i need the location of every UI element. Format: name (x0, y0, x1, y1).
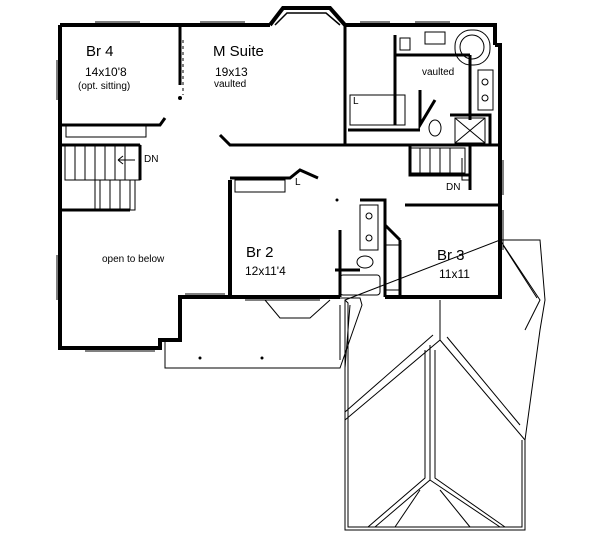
br4-size: 14x10'8 (85, 65, 127, 79)
stair-dn-left-label: DN (144, 154, 159, 165)
laundry-mark-1: L (353, 96, 359, 107)
markers (178, 96, 339, 360)
stair-left (64, 144, 141, 211)
porch-roof (164, 297, 363, 369)
bath-note: vaulted (422, 67, 455, 78)
msuite-name: M Suite (213, 43, 264, 60)
windows (56, 21, 504, 352)
br4-note: (opt. sitting) (78, 81, 131, 92)
bath-fixtures (339, 29, 494, 296)
br2-size: 12x11'4 (245, 264, 286, 278)
br2-name: Br 2 (246, 244, 274, 261)
br3-size: 11x11 (439, 267, 470, 281)
stair-right (409, 147, 470, 181)
msuite-note: vaulted (214, 79, 247, 90)
msuite-size: 19x13 (215, 65, 248, 79)
exterior-walls (58, 6, 502, 350)
br3-name: Br 3 (437, 247, 465, 264)
laundry-mark-2: L (295, 177, 301, 188)
br4-name: Br 4 (86, 43, 114, 60)
bay-window (274, 12, 341, 26)
roof-outline (344, 239, 546, 531)
railing (182, 40, 346, 100)
stair-dn-right-label: DN (446, 182, 461, 193)
closets (65, 94, 486, 291)
open-to-below-label: open to below (102, 254, 165, 265)
